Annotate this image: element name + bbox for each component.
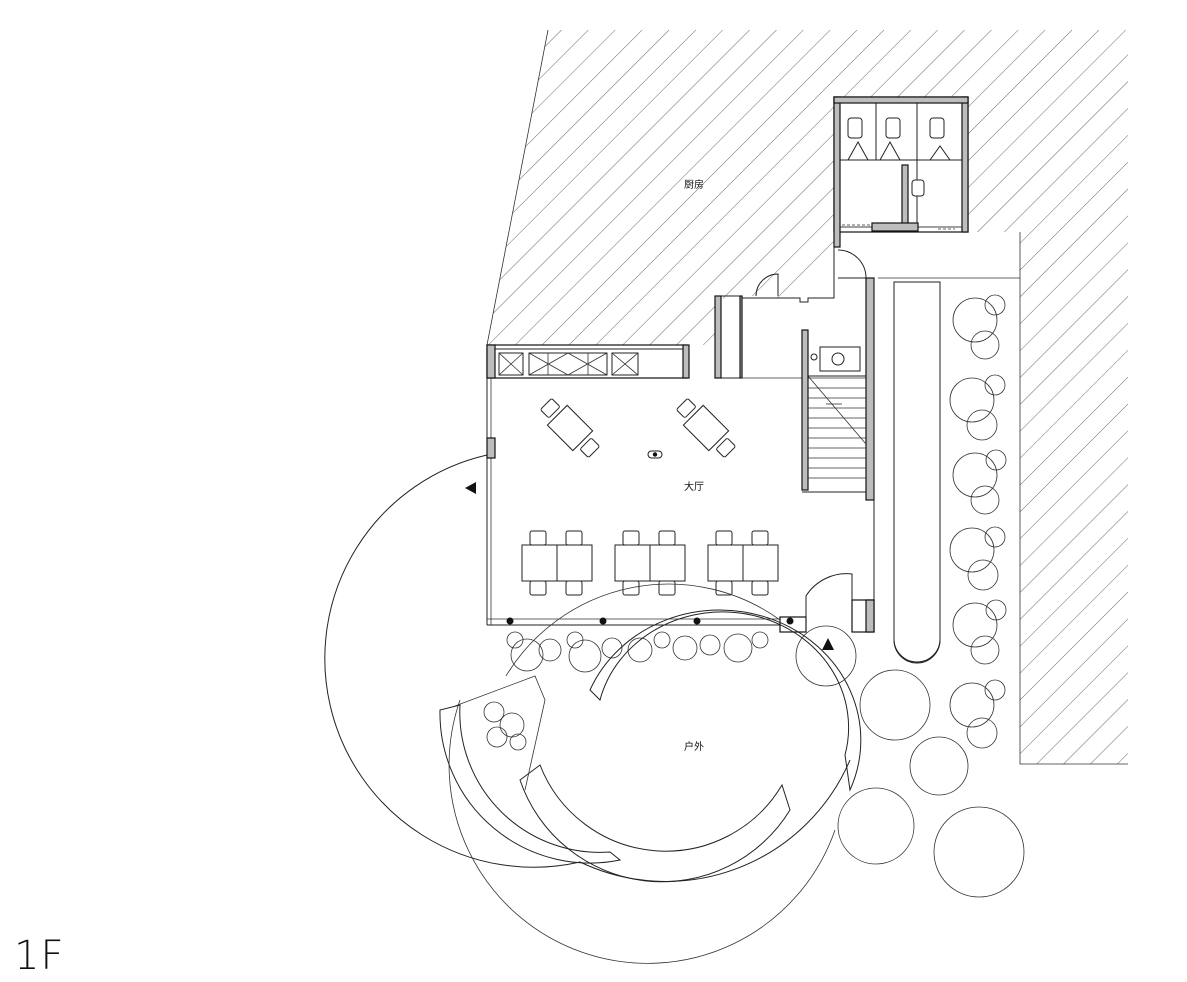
cabinet-row [486,344,690,379]
terrace-shrubs [483,701,527,751]
hall-outline [486,277,875,633]
facade-hedge [506,631,769,673]
garden-circles [795,625,1025,898]
floor-label: 1F [14,933,65,979]
room-label-kitchen: 厨房 [684,178,704,191]
kitchen-hatch-area [486,29,1128,765]
toilet-icon [911,179,925,197]
diagonal-table [676,398,736,458]
staircase [801,329,867,493]
diagonal-table [540,398,600,458]
entry-arrow-icon [822,638,834,650]
facade-columns [506,617,794,625]
toilet-icon [929,117,945,139]
room-label-outdoor: 户外 [684,740,704,753]
outdoor-terrace [324,454,862,964]
table-group [521,530,779,596]
toilet-icon [885,117,901,139]
corridor-walls [714,247,867,379]
restroom-block [833,96,969,248]
entry-arrow-icon [465,482,476,494]
shrub-column [949,294,1007,749]
toilet-icon [847,117,863,139]
room-label-hall: 大厅 [684,480,704,493]
